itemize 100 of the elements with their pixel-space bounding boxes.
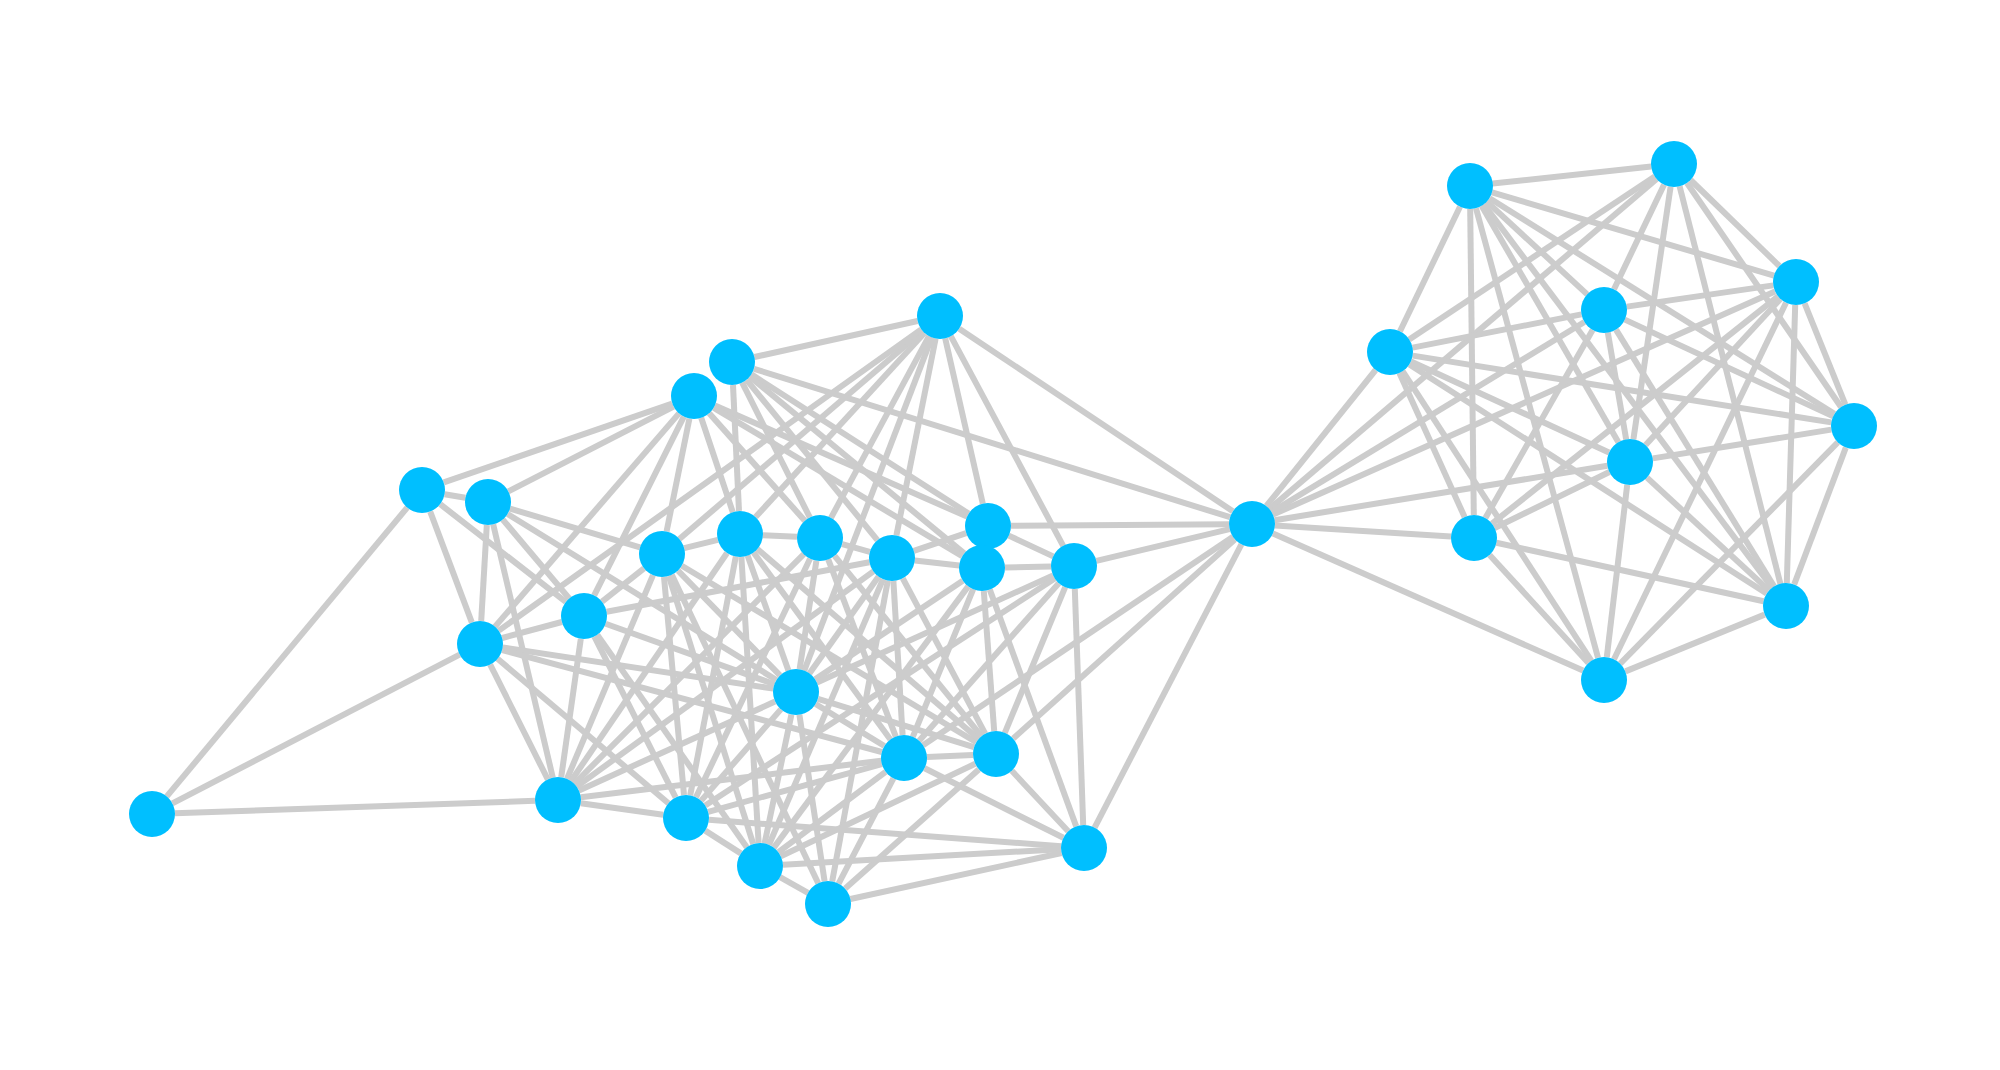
connector-line	[1071, 588, 1087, 826]
connector-line	[712, 405, 964, 559]
connector-line	[577, 698, 777, 794]
connector-line	[501, 619, 563, 641]
connector-line	[1630, 186, 1674, 440]
network-node	[737, 843, 783, 889]
connector-line	[1274, 462, 1608, 524]
connector-line	[921, 534, 1235, 748]
connector-line	[849, 850, 1063, 902]
connector-line	[1603, 484, 1631, 658]
network-node	[869, 535, 915, 581]
connector-line	[1801, 302, 1849, 406]
connector-line	[766, 578, 886, 846]
connector-line	[687, 556, 739, 796]
connector-line	[912, 530, 968, 554]
connector-line	[1409, 358, 1611, 456]
network-node	[465, 479, 511, 525]
connector-line	[1688, 177, 1782, 269]
connector-line	[580, 800, 664, 818]
connector-line	[1623, 316, 1835, 420]
connector-line	[683, 536, 719, 552]
connector-line	[1618, 440, 1840, 666]
connector-line	[1412, 311, 1582, 351]
connector-line	[713, 402, 969, 520]
connector-line	[776, 769, 888, 855]
connector-line	[1676, 185, 1784, 585]
connector-line	[1791, 446, 1849, 586]
connector-line	[1626, 282, 1774, 310]
connector-line	[680, 563, 978, 745]
connector-line	[1491, 189, 1775, 279]
connector-line	[500, 517, 572, 601]
connector-line	[1624, 611, 1766, 675]
connector-line	[980, 590, 998, 732]
connector-line	[1492, 163, 1652, 187]
connector-line	[747, 374, 967, 556]
connector-line	[1407, 174, 1657, 342]
connector-line	[1484, 199, 1590, 297]
connector-line	[572, 552, 806, 786]
connector-line	[900, 577, 988, 735]
connector-line	[675, 568, 783, 678]
connector-line	[1267, 176, 1659, 512]
connector-line	[1487, 552, 1591, 666]
connector-line	[1397, 205, 1463, 333]
connector-line	[171, 651, 461, 807]
connector-line	[744, 377, 880, 543]
connector-line	[1488, 195, 1836, 417]
connector-line	[568, 551, 730, 783]
network-node	[1831, 403, 1877, 449]
connector-line	[1007, 532, 1055, 560]
connector-line	[1264, 368, 1378, 508]
connector-line	[987, 588, 1079, 828]
network-node	[129, 791, 175, 837]
connector-line	[957, 326, 1235, 514]
connector-line	[706, 411, 808, 523]
connector-line	[832, 553, 984, 739]
network-node	[1581, 287, 1627, 333]
network-node	[965, 503, 1011, 549]
connector-line	[815, 572, 1055, 686]
connector-line	[1004, 563, 1052, 571]
connector-line	[1011, 537, 1237, 741]
connector-line	[703, 576, 1057, 808]
connector-line	[1481, 202, 1775, 590]
connector-line	[753, 318, 919, 360]
connector-line	[779, 761, 977, 859]
connector-line	[916, 581, 1062, 743]
connector-line	[843, 767, 981, 891]
connector-line	[893, 338, 939, 536]
connector-line	[1271, 288, 1777, 518]
connector-line	[164, 505, 410, 799]
network-node	[1061, 825, 1107, 871]
connector-line	[507, 403, 675, 495]
connector-line	[744, 554, 792, 672]
connector-line	[1095, 526, 1231, 564]
connector-line	[738, 556, 762, 844]
connector-line	[495, 656, 671, 806]
connector-line	[1010, 521, 1230, 529]
connector-line	[914, 557, 960, 569]
connector-line	[1652, 426, 1832, 462]
connector-line	[817, 695, 975, 751]
connector-line	[1479, 204, 1621, 444]
connector-line	[923, 765, 1065, 841]
network-node	[457, 621, 503, 667]
connector-line	[796, 714, 828, 882]
connector-line	[444, 491, 466, 501]
connector-line	[739, 381, 813, 519]
connector-line	[693, 557, 813, 799]
network-node	[1581, 657, 1627, 703]
connector-line	[427, 510, 475, 624]
network-node	[1367, 329, 1413, 375]
connector-line	[828, 334, 932, 520]
connector-line	[753, 365, 1231, 521]
connector-line	[753, 330, 927, 520]
connector-line	[1271, 530, 1585, 674]
connector-line	[1604, 332, 1630, 440]
connector-line	[509, 505, 641, 551]
network-node	[561, 593, 607, 639]
connector-line	[490, 523, 556, 779]
connector-line	[1473, 207, 1601, 659]
connector-line	[506, 511, 778, 683]
connector-line	[1783, 304, 1799, 584]
